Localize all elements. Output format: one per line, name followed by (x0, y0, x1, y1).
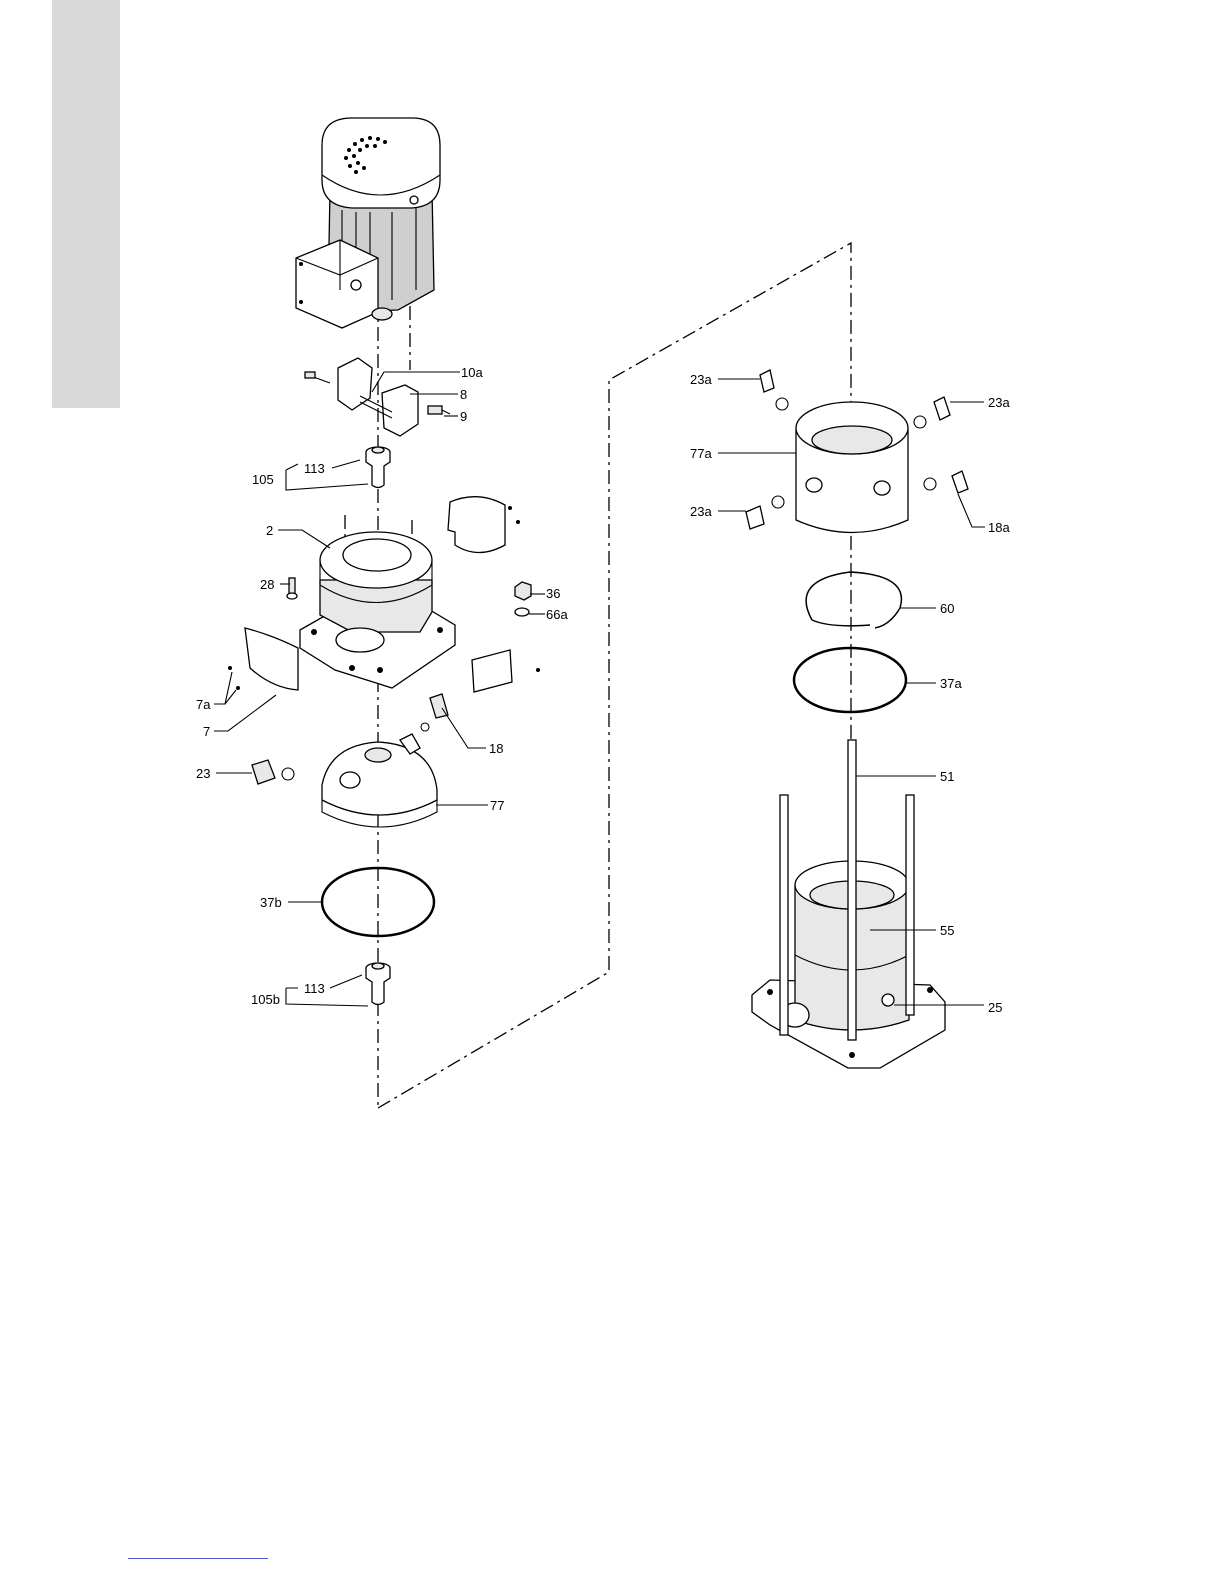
label-55: 55 (940, 923, 954, 938)
label-10a: 10a (461, 365, 483, 380)
label-66a: 66a (546, 607, 568, 622)
label-23: 23 (196, 766, 210, 781)
label-18a: 18a (988, 520, 1010, 535)
label-9: 9 (460, 409, 467, 424)
label-113-lower: 113 (304, 981, 325, 996)
shaft-seal-lower (366, 963, 390, 1005)
label-36: 36 (546, 586, 560, 601)
nut-washer (515, 582, 531, 616)
label-7a: 7a (196, 697, 211, 712)
label-8: 8 (460, 387, 467, 402)
shaft-seal-upper (366, 447, 390, 488)
label-77a: 77a (690, 446, 712, 461)
motor-stool (287, 532, 455, 688)
label-28: 28 (260, 577, 274, 592)
label-7: 7 (203, 724, 210, 739)
label-18: 18 (489, 741, 503, 756)
motor (296, 118, 440, 328)
label-23a-bottom-left: 23a (690, 504, 712, 519)
label-105b: 105b (251, 992, 280, 1007)
pump-head-77a (746, 370, 968, 533)
coupling (305, 358, 450, 436)
base-sleeve-assembly (752, 740, 945, 1068)
o-ring-37a (794, 648, 906, 712)
label-23a-top-right: 23a (988, 395, 1010, 410)
label-113-upper: 113 (304, 461, 325, 476)
pump-head (252, 694, 448, 827)
label-77: 77 (490, 798, 504, 813)
retaining-ring-60 (806, 572, 901, 628)
label-105: 105 (252, 472, 274, 487)
label-51: 51 (940, 769, 954, 784)
label-2: 2 (266, 523, 273, 538)
label-60: 60 (940, 601, 954, 616)
label-37b: 37b (260, 895, 282, 910)
label-25: 25 (988, 1000, 1002, 1015)
label-23a-top-left: 23a (690, 372, 712, 387)
label-37a: 37a (940, 676, 962, 691)
